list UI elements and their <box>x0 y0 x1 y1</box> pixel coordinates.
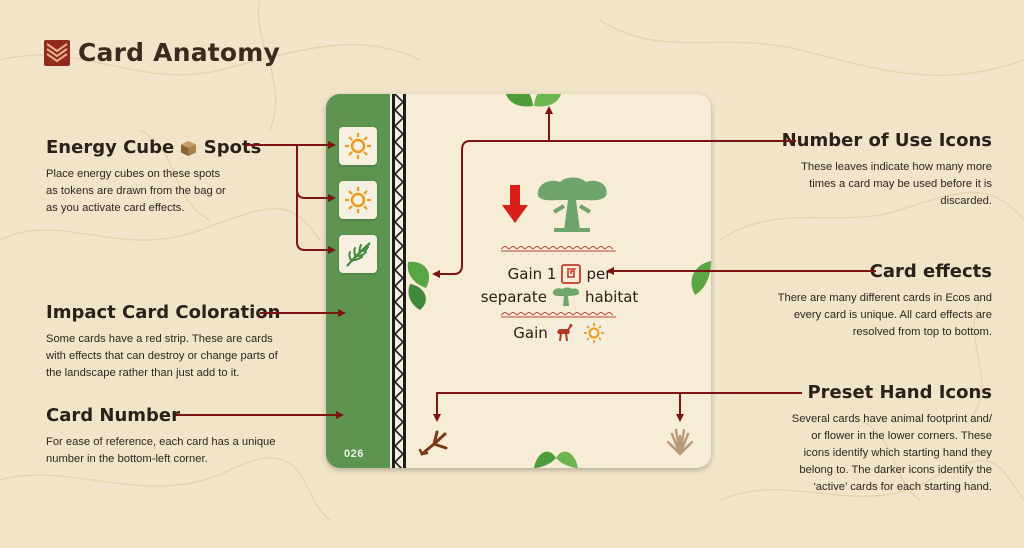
effect-line-1: Gain 1 per <box>507 264 612 284</box>
page-title: Card Anatomy <box>78 38 281 67</box>
leaf-icon <box>691 261 711 295</box>
sun-icon <box>345 187 371 213</box>
separator-bottom <box>501 312 616 318</box>
card-number: 026 <box>344 448 364 460</box>
card-border-pattern <box>390 94 408 468</box>
use-icons-desc: These leaves indicate how many more time… <box>801 161 992 207</box>
card-effects-title: Card effects <box>869 261 992 282</box>
energy-spots-desc: Place energy cubes on these spots as tok… <box>46 168 226 214</box>
ecos-logo-icon <box>44 39 70 66</box>
leaf-icon <box>407 261 430 310</box>
use-icons-label: Number of Use Icons These leaves indicat… <box>752 130 992 210</box>
antelope-icon <box>552 321 577 345</box>
card-number-desc: For ease of reference, each card has a u… <box>46 436 276 465</box>
card-number-label: Card Number For ease of reference, each … <box>46 405 316 468</box>
footprint-icon <box>418 430 448 456</box>
energy-spot-1 <box>339 127 377 165</box>
card-effects-label: Card effects There are many different ca… <box>742 261 992 341</box>
impact-coloration-label: Impact Card Coloration Some cards have a… <box>46 302 326 382</box>
leaf-icon <box>534 451 578 468</box>
page-header: Card Anatomy <box>44 38 280 67</box>
spiral-icon <box>561 264 582 284</box>
impact-coloration-desc: Some cards have a red strip. These are c… <box>46 333 278 379</box>
use-icons-title: Number of Use Icons <box>781 130 992 151</box>
energy-spot-2 <box>339 181 377 219</box>
energy-cube-icon <box>181 140 197 156</box>
sun-icon <box>581 321 606 345</box>
effect-line-2: separate habitat <box>480 287 639 306</box>
card-number-title: Card Number <box>46 405 180 426</box>
card-effects-desc: There are many different cards in Ecos a… <box>777 292 992 338</box>
red-down-arrow-icon <box>502 185 528 223</box>
preset-hand-desc: Several cards have animal footprint and/… <box>791 413 992 493</box>
tree-icon <box>552 287 580 306</box>
flower-icon <box>666 428 694 456</box>
energy-spots-title: Energy Cube Spots <box>46 137 262 158</box>
card-effect-text: Gain 1 per separate habitat Gain <box>408 264 711 345</box>
leaf-icon <box>506 94 561 107</box>
ecos-card: 026 Gain 1 <box>326 94 711 468</box>
grass-icon <box>346 242 371 267</box>
effect-line-3: Gain <box>408 321 711 345</box>
sun-icon <box>345 133 371 159</box>
energy-spot-3 <box>339 235 377 273</box>
separator-top <box>501 246 616 252</box>
preset-hand-label: Preset Hand Icons Several cards have ani… <box>752 382 992 496</box>
preset-hand-title: Preset Hand Icons <box>807 382 992 403</box>
impact-coloration-title: Impact Card Coloration <box>46 302 281 323</box>
energy-spots-label: Energy Cube Spots Place energy cubes on … <box>46 137 296 217</box>
tree-icon <box>537 177 607 232</box>
